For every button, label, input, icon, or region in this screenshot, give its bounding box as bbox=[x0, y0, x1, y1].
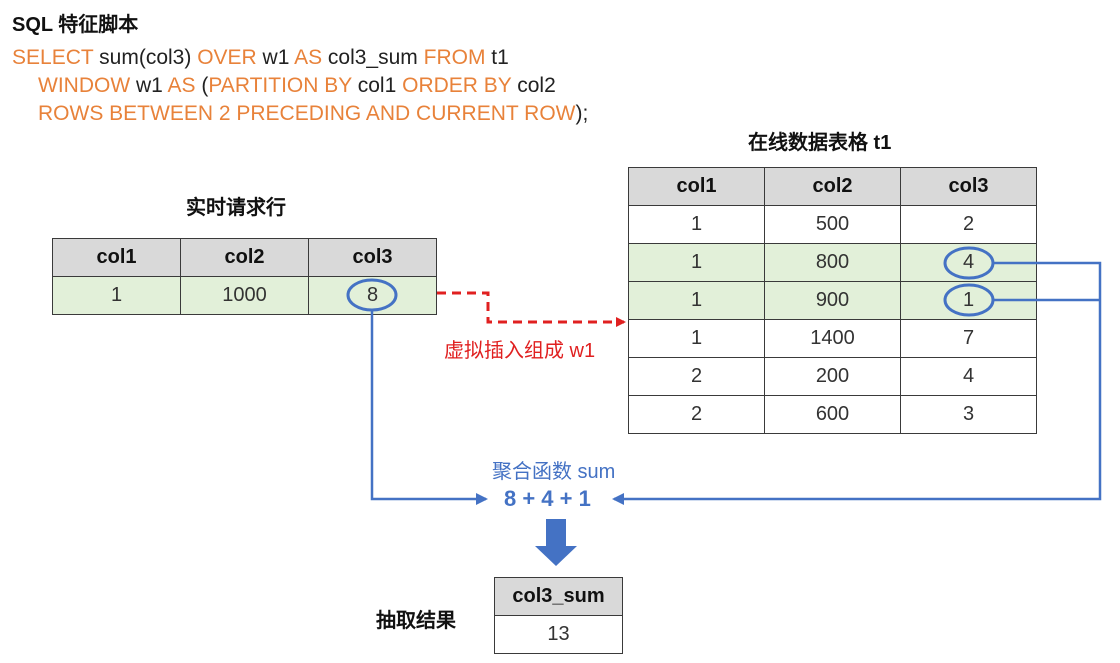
result-header: col3_sum bbox=[494, 577, 623, 616]
table-row: 1 500 2 bbox=[628, 205, 1037, 244]
table-row: 1 1400 7 bbox=[628, 319, 1037, 358]
realtime-cell-col2: 1000 bbox=[180, 276, 309, 315]
realtime-caption: 实时请求行 bbox=[186, 197, 286, 219]
table-cell: 1 bbox=[628, 319, 765, 358]
table-cell: 200 bbox=[764, 357, 901, 396]
sql-text: col1 bbox=[351, 74, 403, 97]
table-cell: 3 bbox=[900, 395, 1037, 434]
realtime-table: col1 col2 col3 1 1000 8 bbox=[52, 238, 437, 315]
table-row: 2 600 3 bbox=[628, 395, 1037, 434]
realtime-value-highlight bbox=[346, 278, 398, 312]
table-cell: 2 bbox=[900, 205, 1037, 244]
sql-text: w1 bbox=[256, 46, 295, 69]
sql-text: ( bbox=[195, 74, 209, 97]
result-value: 13 bbox=[494, 615, 623, 654]
table-cell: 2 bbox=[628, 357, 765, 396]
sql-keyword: SELECT bbox=[12, 46, 94, 69]
table-cell: 1400 bbox=[764, 319, 901, 358]
result-caption: 抽取结果 bbox=[376, 610, 456, 632]
sql-keyword: WINDOW bbox=[38, 74, 131, 97]
sql-keyword: AS bbox=[167, 74, 196, 97]
sql-text: ); bbox=[575, 102, 589, 125]
sql-keyword: OVER bbox=[197, 46, 257, 69]
agg-expression: 8 + 4 + 1 bbox=[504, 486, 591, 511]
realtime-to-agg-line bbox=[370, 310, 488, 505]
sql-keyword: AS bbox=[294, 46, 323, 69]
table-cell: 900 bbox=[764, 281, 901, 320]
realtime-header-col3: col3 bbox=[308, 238, 437, 277]
sql-keyword: ORDER BY bbox=[402, 74, 512, 97]
sql-keyword: ROWS BETWEEN 2 PRECEDING AND CURRENT ROW bbox=[38, 102, 576, 125]
online-header-col3: col3 bbox=[900, 167, 1037, 206]
online-value-highlight-2 bbox=[943, 283, 995, 317]
table-cell: 1 bbox=[628, 205, 765, 244]
sql-text: col2 bbox=[511, 74, 556, 97]
sql-text: t1 bbox=[485, 46, 509, 69]
online-table: col1 col2 col3 1 500 2 1 800 4 1 900 1 1… bbox=[628, 167, 1037, 434]
table-cell: 800 bbox=[764, 243, 901, 282]
sql-line-2: WINDOW w1 AS (PARTITION BY col1 ORDER BY… bbox=[38, 74, 556, 98]
table-cell: 600 bbox=[764, 395, 901, 434]
table-cell: 1 bbox=[628, 281, 765, 320]
table-cell: 1 bbox=[628, 243, 765, 282]
sql-keyword: PARTITION BY bbox=[208, 74, 352, 97]
realtime-header-col1: col1 bbox=[52, 238, 181, 277]
sql-text: sum(col3) bbox=[93, 46, 198, 69]
table-cell: 2 bbox=[628, 395, 765, 434]
insert-arrow bbox=[437, 291, 626, 327]
agg-label: 聚合函数 sum bbox=[492, 461, 616, 483]
result-table: col3_sum 13 bbox=[494, 577, 623, 654]
realtime-cell-col3: 8 bbox=[308, 276, 437, 315]
down-arrow bbox=[535, 519, 577, 566]
sql-line-3: ROWS BETWEEN 2 PRECEDING AND CURRENT ROW… bbox=[38, 102, 588, 126]
online-value-highlight-1 bbox=[943, 246, 995, 280]
online-to-agg-line bbox=[612, 261, 1102, 505]
online-header-col2: col2 bbox=[764, 167, 901, 206]
online-header-col1: col1 bbox=[628, 167, 765, 206]
script-title: SQL 特征脚本 bbox=[12, 14, 139, 36]
sql-text: col3_sum bbox=[322, 46, 424, 69]
sql-line-1: SELECT sum(col3) OVER w1 AS col3_sum FRO… bbox=[12, 46, 509, 70]
table-cell: 500 bbox=[764, 205, 901, 244]
insert-label: 虚拟插入组成 w1 bbox=[444, 340, 596, 362]
online-caption: 在线数据表格 t1 bbox=[748, 132, 892, 154]
sql-keyword: FROM bbox=[423, 46, 486, 69]
sql-text: w1 bbox=[130, 74, 168, 97]
realtime-header-col2: col2 bbox=[180, 238, 309, 277]
